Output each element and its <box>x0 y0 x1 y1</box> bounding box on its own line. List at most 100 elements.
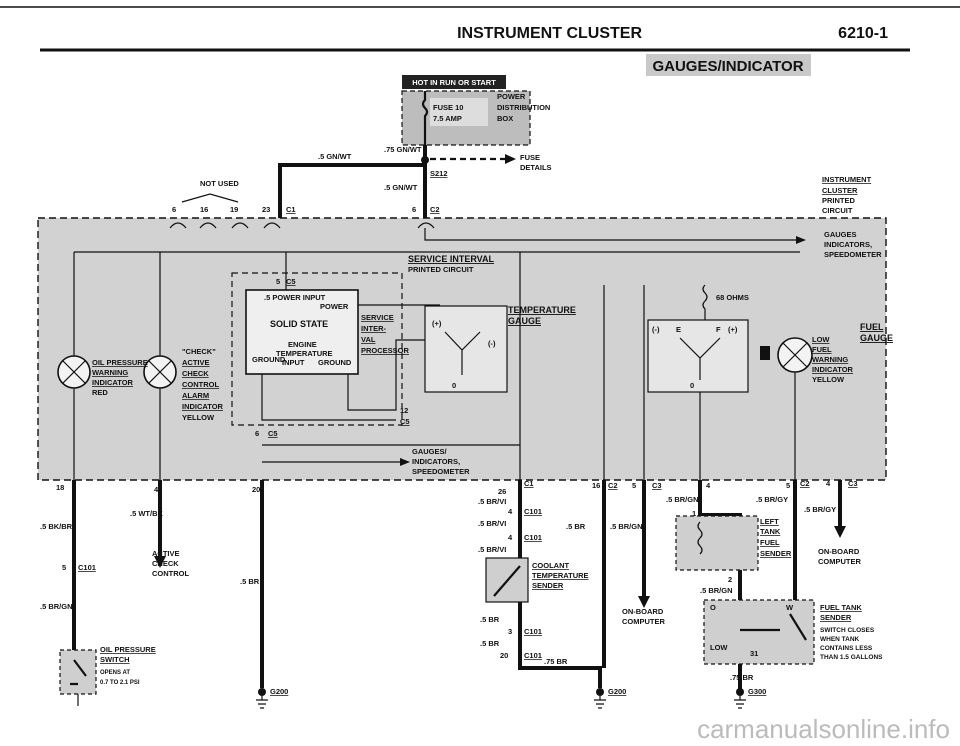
ground-icon <box>256 696 268 709</box>
connector-label: C101 <box>524 507 542 516</box>
oil-switch-label: 0.7 TO 2.1 PSI <box>100 680 140 686</box>
wire-label: .75 BR <box>730 673 754 682</box>
gauges-bottom-label: INDICATORS, <box>412 457 460 466</box>
wire-label: .5 BR/VI <box>478 519 506 528</box>
pin-label: 26 <box>498 487 506 496</box>
connector-label: C2 <box>800 479 810 488</box>
service-interval-pc <box>231 272 403 426</box>
coolant-label: TEMPERATURE <box>532 571 589 580</box>
oil-ind-label: INDICATOR <box>92 378 134 387</box>
pin-label: 4 <box>508 533 513 542</box>
temp-gauge-label: GAUGE <box>508 316 541 326</box>
wire-label: .5 BR/GN <box>40 602 73 611</box>
ss-svc: PROCESSOR <box>361 346 410 355</box>
page-title: INSTRUMENT CLUSTER <box>457 25 642 42</box>
fuel-gauge-title: FUEL <box>860 322 884 332</box>
wire-label: .5 BR/GN <box>610 522 643 531</box>
wire-label: .75 GN/WT <box>384 145 422 154</box>
pin-label: 1 <box>692 509 696 518</box>
pin-label: W <box>786 603 794 612</box>
fuse-element <box>421 91 429 145</box>
ss-title: SOLID STATE <box>270 319 328 329</box>
pin-label: 5 <box>632 481 636 490</box>
onboard-a-label: COMPUTER <box>622 617 666 626</box>
oil-ind-label: OIL PRESSURE <box>92 358 148 367</box>
cluster-label: CLUSTER <box>822 186 858 195</box>
page-number: 6210-1 <box>838 25 888 42</box>
ground-icon <box>734 696 746 709</box>
fuel-minus: (-) <box>652 325 660 334</box>
gauges-label: GAUGES <box>824 230 857 239</box>
fuel-pump-icon <box>760 346 770 360</box>
check-ind-label: INDICATOR <box>182 402 224 411</box>
fuel-tank-label: WHEN TANK <box>820 636 860 643</box>
low-fuel-label: WARNING <box>812 355 848 364</box>
pin-label: 12 <box>400 406 408 415</box>
pin-label: 5 <box>62 563 66 572</box>
service-interval-label: SERVICE INTERVAL <box>408 254 495 264</box>
fuel-tank-label: SENDER <box>820 613 852 622</box>
oil-switch-label: OPENS AT <box>100 670 130 676</box>
ground-g200b-dot <box>596 688 604 696</box>
ground-icon <box>594 696 606 709</box>
connector-label: C3 <box>652 481 662 490</box>
wire-label: .5 BK/BR <box>40 522 73 531</box>
ss-label: ENGINE <box>288 340 317 349</box>
dist-1: POWER <box>497 92 526 101</box>
pin-label: 2 <box>728 575 732 584</box>
low-fuel-label: LOW <box>812 335 830 344</box>
check-ind-label: ALARM <box>182 391 209 400</box>
cluster-label: CIRCUIT <box>822 206 853 215</box>
fuse-amp: 7.5 AMP <box>433 114 462 123</box>
ss-label: GROUND <box>318 358 352 367</box>
connector-label: C3 <box>848 479 858 488</box>
ss-svc: SERVICE <box>361 313 394 322</box>
left-tank-sender <box>675 515 759 571</box>
feed-to-c1 <box>278 163 425 222</box>
gauges-bottom-label: SPEEDOMETER <box>412 467 470 476</box>
connector-label: C2 <box>430 205 440 214</box>
service-interval-label: PRINTED CIRCUIT <box>408 265 474 274</box>
onboard-b-label: COMPUTER <box>818 557 862 566</box>
pin-label: 20 <box>500 651 508 660</box>
wire-label: .5 BR <box>480 639 500 648</box>
wire-label: .75 BR <box>544 657 568 666</box>
oil-ind-label: RED <box>92 388 108 397</box>
ground-g300-dot <box>736 688 744 696</box>
temp-gauge-coil <box>444 331 481 375</box>
fuel-tank-label: SWITCH CLOSES <box>820 627 875 634</box>
hot-banner: HOT IN RUN OR START <box>412 78 496 87</box>
fuel-e: E <box>676 325 681 334</box>
pin-label: 19 <box>230 205 238 214</box>
dist-3: BOX <box>497 114 513 123</box>
wire-label: .5 BR <box>240 577 260 586</box>
pin-label: 4 <box>826 479 831 488</box>
wire-label: .5 BR/GN <box>700 586 733 595</box>
fuel-gauge-coil <box>679 337 721 380</box>
left-tank-label: TANK <box>760 527 781 536</box>
ss-label: .5 POWER INPUT <box>264 293 326 302</box>
fuel-tank-label: CONTAINS LESS <box>820 645 873 652</box>
wire-label: .5 BR/GY <box>756 495 788 504</box>
wire-label: .5 GN/WT <box>384 183 418 192</box>
pin-label: 31 <box>750 649 758 658</box>
pin-label: 6 <box>412 205 416 214</box>
connector-label: C5 <box>286 277 296 286</box>
splice-dot <box>421 156 429 164</box>
check-ind-label: CHECK <box>182 369 209 378</box>
left-tank-label: SENDER <box>760 549 792 558</box>
dist-2: DISTRIBUTION <box>497 103 550 112</box>
left-tank-label: FUEL <box>760 538 780 547</box>
pin-label: 20 <box>252 485 260 494</box>
coolant-label: SENDER <box>532 581 564 590</box>
fuse-number: FUSE 10 <box>433 103 463 112</box>
check-ind-label: YELLOW <box>182 413 215 422</box>
ss-svc: INTER- <box>361 324 387 333</box>
ss-label: INPUT <box>282 358 305 367</box>
active-check-label: CONTROL <box>152 569 189 578</box>
oil-ind-label: WARNING <box>92 368 128 377</box>
gauges-bottom-label: GAUGES/ <box>412 447 448 456</box>
fuse-details-2: DETAILS <box>520 163 552 172</box>
coolant-label: COOLANT <box>532 561 569 570</box>
